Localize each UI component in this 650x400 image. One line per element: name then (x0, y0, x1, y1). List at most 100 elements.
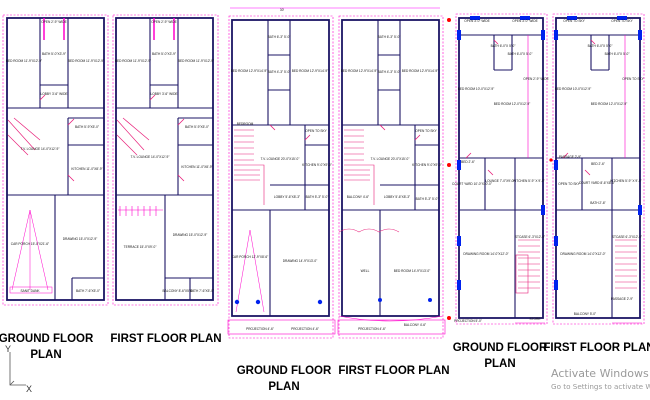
ucs-y-label: Y (5, 344, 11, 354)
sheet-3: OPEN 3'-0" WIDE OPEN 3'-0" WIDE BATH 6'-… (452, 13, 650, 370)
room-label: T.V. LOUNGE 20'-0"X15'-0" (371, 157, 410, 161)
room-label: BATH 4'-3" 5'-0" (268, 70, 291, 74)
sheet2-first-labels: BATH 6'-3" 5'-0" BED ROOM 12'-9"X14'-9" … (341, 35, 442, 331)
room-label: BATH 5'-3" 5'-0" (306, 195, 329, 199)
room-label: BED ROOM 10'-0"X12'-9" (458, 87, 495, 91)
room-label: COURT YARD 8'-6"X8'-0" (579, 181, 615, 185)
room-label: PROJECTION 4'-6" (358, 327, 386, 331)
room-label: BED ROOM 11'-9"X12'-9" (6, 59, 42, 63)
sheet3-first-windows (554, 16, 642, 290)
room-label: BATH 5'-9"X5'-0" (75, 125, 99, 129)
room-label: T.V. LOUNGE 14'-0"X12'-9" (131, 155, 170, 159)
room-label: BATH 6'-0"X 5'-0" (605, 52, 630, 56)
room-label: PROJECTION 4'-6" (291, 327, 319, 331)
sheet3-ground-labels: OPEN 3'-0" WIDE OPEN 3'-0" WIDE BATH 6'-… (452, 19, 549, 323)
room-label: DRAWING ROOM 14'-0"X12'-0" (560, 252, 605, 256)
room-label: BATH 7'-6"X5'-0" (76, 289, 100, 293)
room-label: KITCHEN 11'-0"X8'-9" (181, 165, 212, 169)
room-label: BED ROOM 12'-9"X14'-9" (231, 69, 268, 73)
room-label: STORE (530, 317, 541, 321)
room-label: BATH 5'-0"X3'-9" (42, 52, 66, 56)
dimension-top: 30' (280, 8, 285, 12)
room-label: PROJECTION 4'-6" (246, 327, 274, 331)
sheet3-ground-floor-plan (455, 13, 548, 325)
room-label: DRAWING 15'-0"X12'-9" (173, 233, 208, 237)
room-label: BALCONY 4'-6" (347, 195, 369, 199)
room-label: BATH 6'-3" 5'-0" (268, 35, 291, 39)
edge-markers (447, 18, 553, 320)
room-label: LOUNGE 7'-0"X9'-0" (485, 179, 514, 183)
room-label: BATH 5'-3" 5'-0" (416, 197, 439, 201)
room-label: OPEN TO SKY (305, 129, 327, 133)
room-label: BED ROOM 14'-9"X13'-0" (394, 269, 431, 273)
room-label: OPEN TO SKY (622, 77, 644, 81)
sheet2-ground-floor-plan (227, 15, 336, 339)
room-label: STCASE 6'-3"X12'-0" (612, 235, 642, 239)
room-label: LOBBY 3'-6" WIDE (40, 92, 67, 96)
room-label: OPEN 2'-9" WIDE (41, 20, 66, 24)
room-label: BATH 6'-0"X 5'-0" (491, 44, 516, 48)
room-label: BATH 6'-0"X 5'-0" (588, 44, 613, 48)
room-label: OPEN 2'-9" WIDE (523, 77, 548, 81)
room-label: BED ROOM 12'-0"X12'-9" (591, 102, 628, 106)
room-label: KITCHEN 11'-0"X8'-9" (71, 167, 102, 171)
room-label: BED ROOM 12'-9"X14'-9" (402, 69, 439, 73)
sheet2-first-floor-plan (337, 15, 446, 339)
room-label: BED 2'-6" (461, 160, 475, 164)
room-label: BED ROOM 12'-9"X14'-9" (341, 69, 378, 73)
room-label: OPEN TO SKY (558, 182, 580, 186)
room-label: BED ROOM 11'-9"X12'-9" (68, 59, 104, 63)
room-label: BED ROOM 10'-0"X12'-9" (555, 87, 592, 91)
room-label: SANIT DANK (20, 289, 40, 293)
sheet-1: OPEN 2'-9" WIDE BED ROOM 11'-9"X12'-9" B… (0, 14, 222, 361)
room-label: KITCHEN 5'-9" X 9'-0" (610, 179, 641, 183)
sheet3-ground-windows (457, 16, 545, 290)
room-label: DRAWING 14'-9"X13'-0" (283, 259, 318, 263)
room-label: BATH 6'-0"X 5'-0" (508, 52, 533, 56)
room-label: TERRACE 15'-0"X9'-0" (124, 245, 157, 249)
room-label: BALCONY 5'-0" (574, 312, 596, 316)
room-label: T.V. LOUNGE 20'-0"X15'-0" (261, 157, 300, 161)
room-label: BED ROOM 12'-9"X14'-9" (292, 69, 329, 73)
room-label: KITCHEN 9'-0"X9'-0" (302, 163, 332, 167)
room-label: KITCHEN 5'-9" X 9'-0" (513, 179, 544, 183)
room-label: BATH 2'-6" (590, 201, 606, 205)
sheet2-ground-labels: BATH 6'-3" 5'-0" BED ROOM 12'-9"X14'-9" … (231, 35, 332, 331)
room-label: PASSAGE 2'-9" (611, 297, 633, 301)
room-label: BATH 6'-3" 5'-0" (378, 35, 401, 39)
room-label: OPEN TO SKY (611, 19, 633, 23)
room-label: BEDROOM (237, 122, 254, 126)
room-label: PASSAGE 2'-9" (559, 155, 581, 159)
room-label: BED 2'-6" (591, 162, 605, 166)
watermark-subtitle: Go to Settings to activate Windows. (551, 382, 650, 391)
room-label: OPEN TO SKY (415, 129, 437, 133)
room-label: BED ROOM 11'-9"X12'-9" (115, 59, 151, 63)
sheet2-ground-title-line2: PLAN (268, 381, 299, 393)
sheet1-first-title: FIRST FLOOR PLAN (110, 333, 221, 345)
room-label: BATH 5'-9"X5'-0" (185, 125, 209, 129)
sheet2-ground-columns (234, 299, 323, 305)
sheet2-first-title: FIRST FLOOR PLAN (338, 365, 449, 377)
ucs-x-label: X (26, 384, 32, 394)
watermark-title: Activate Windows (551, 367, 649, 380)
room-label: COURT YARD 10'-0"X10'-0" (452, 182, 492, 186)
room-label: WELL (361, 269, 370, 273)
sheet1-ground-title-line2: PLAN (30, 349, 61, 361)
room-label: STCASE 6'-3"X12'-0" (515, 235, 545, 239)
room-label: OPEN 2'-9" WIDE (151, 20, 176, 24)
room-label: OPEN 3'-0" WIDE (464, 19, 489, 23)
ucs-icon (9, 352, 26, 386)
room-label: PROJECTION 5'-0" (454, 319, 482, 323)
room-label: LOBBY 5'-6"X8'-3" (274, 195, 300, 199)
room-label: BATH 4'-3" 5'-0" (378, 70, 401, 74)
room-label: BATH 7'-6"X5'-0" (190, 289, 214, 293)
room-label: BALCONY 4'-6" (404, 323, 426, 327)
sheet1-first-labels: OPEN 2'-9" WIDE BED ROOM 11'-9"X12'-9" B… (115, 20, 214, 293)
sheet2-ground-title-line1: GROUND FLOOR (237, 365, 332, 377)
room-label: BATH 5'-0"X3'-9" (152, 52, 176, 56)
room-label: LOBBY 3'-6" WIDE (150, 92, 177, 96)
sheet1-ground-title-line1: GROUND FLOOR (0, 333, 94, 345)
room-label: OPEN 3'-0" WIDE (512, 19, 537, 23)
room-label: BALCONY 8'-6"X5'-0" (163, 289, 194, 293)
